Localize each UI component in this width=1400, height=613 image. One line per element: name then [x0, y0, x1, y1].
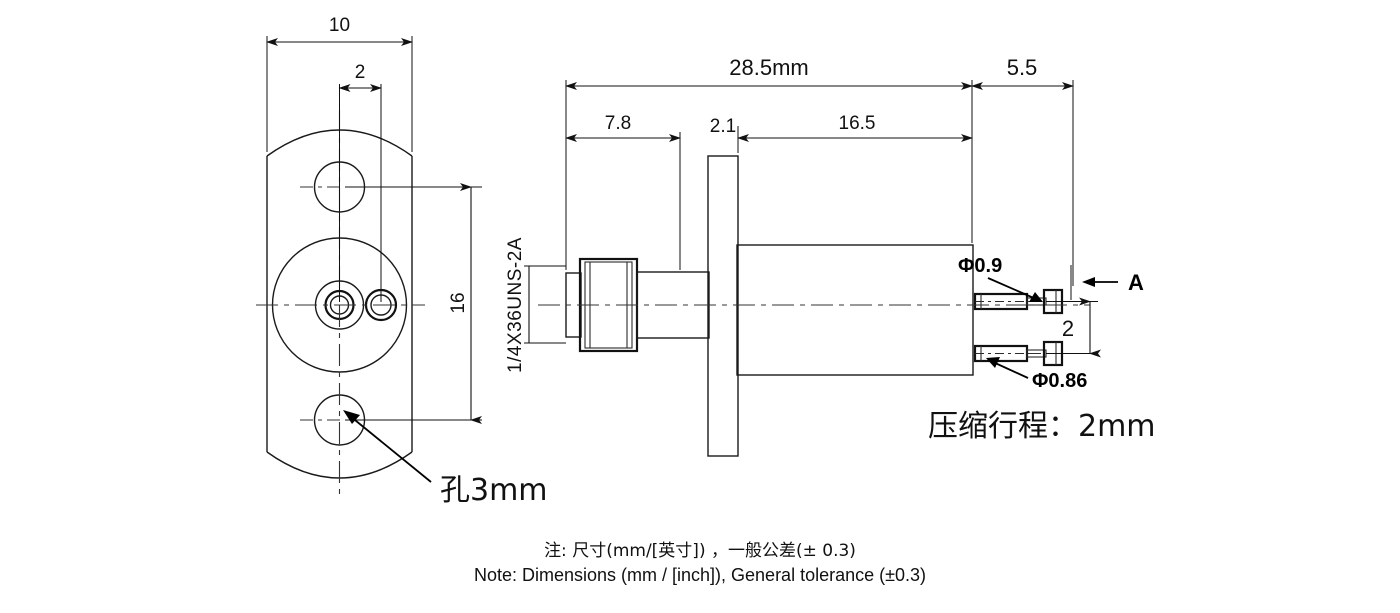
- side-dim-body-length-label: 28.5mm: [729, 55, 808, 80]
- front-view-centerlines: [256, 110, 425, 500]
- front-dim-height-16: 16: [345, 183, 482, 424]
- drawing-notes: 注: 尺寸(mm/[英寸]) ，一般公差(± 0.3) Note: Dimens…: [474, 541, 926, 585]
- front-dim-pin-offset-2: 2: [338, 62, 382, 302]
- side-dim-pin-length-label: 5.5: [1007, 55, 1038, 80]
- note-line-english: Note: Dimensions (mm / [inch]), General …: [474, 565, 926, 585]
- side-pin-dia-top-label: Φ0.9: [958, 255, 1002, 277]
- front-dim-width-10: 10: [266, 15, 413, 152]
- side-section-mark-a: A: [1070, 265, 1144, 300]
- front-dim-height-label: 16: [448, 292, 469, 313]
- side-view-flange: [707, 155, 739, 457]
- side-dim-body-length: 28.5mm: [565, 55, 973, 270]
- side-pin-dia-bottom-label: Φ0.86: [1032, 370, 1087, 392]
- side-thread-spec-label: 1/4X36UNS-2A: [505, 237, 526, 373]
- side-thread-spec-callout: 1/4X36UNS-2A: [505, 237, 566, 373]
- side-dim-pin-spacing-label: 2: [1062, 316, 1074, 341]
- front-dim-width-label: 10: [329, 15, 350, 36]
- side-dim-pin-spacing: 2: [1046, 297, 1101, 358]
- side-dim-flange-thickness-label: 2.1: [710, 116, 736, 137]
- side-view-barrel-body: [736, 244, 974, 376]
- front-dim-pin-offset-label: 2: [355, 62, 366, 83]
- side-dim-pin-length: 5.5: [971, 55, 1074, 286]
- side-dim-barrel-length-label: 16.5: [839, 113, 876, 134]
- side-pin-dia-top-callout: Φ0.9: [958, 255, 1043, 302]
- front-view-group: 10 2 16 孔3mm: [256, 15, 548, 508]
- side-dim-thread-length-label: 7.8: [605, 113, 631, 134]
- side-section-mark-a-label: A: [1128, 270, 1144, 295]
- front-hole-callout: 孔3mm: [343, 410, 548, 508]
- side-view-pin-top: [973, 288, 1064, 315]
- side-dim-thread-length: 7.8: [565, 113, 681, 270]
- side-dim-barrel-length: 16.5: [737, 113, 973, 142]
- compression-stroke-note: 压缩行程：2mm: [928, 409, 1156, 444]
- front-hole-callout-label: 孔3mm: [440, 473, 548, 508]
- side-view-group: 28.5mm 5.5 7.8 2.1 16.5 2: [505, 55, 1156, 457]
- note-line-chinese: 注: 尺寸(mm/[英寸]) ，一般公差(± 0.3): [544, 541, 856, 561]
- side-pin-dia-bottom-callout: Φ0.86: [986, 357, 1087, 392]
